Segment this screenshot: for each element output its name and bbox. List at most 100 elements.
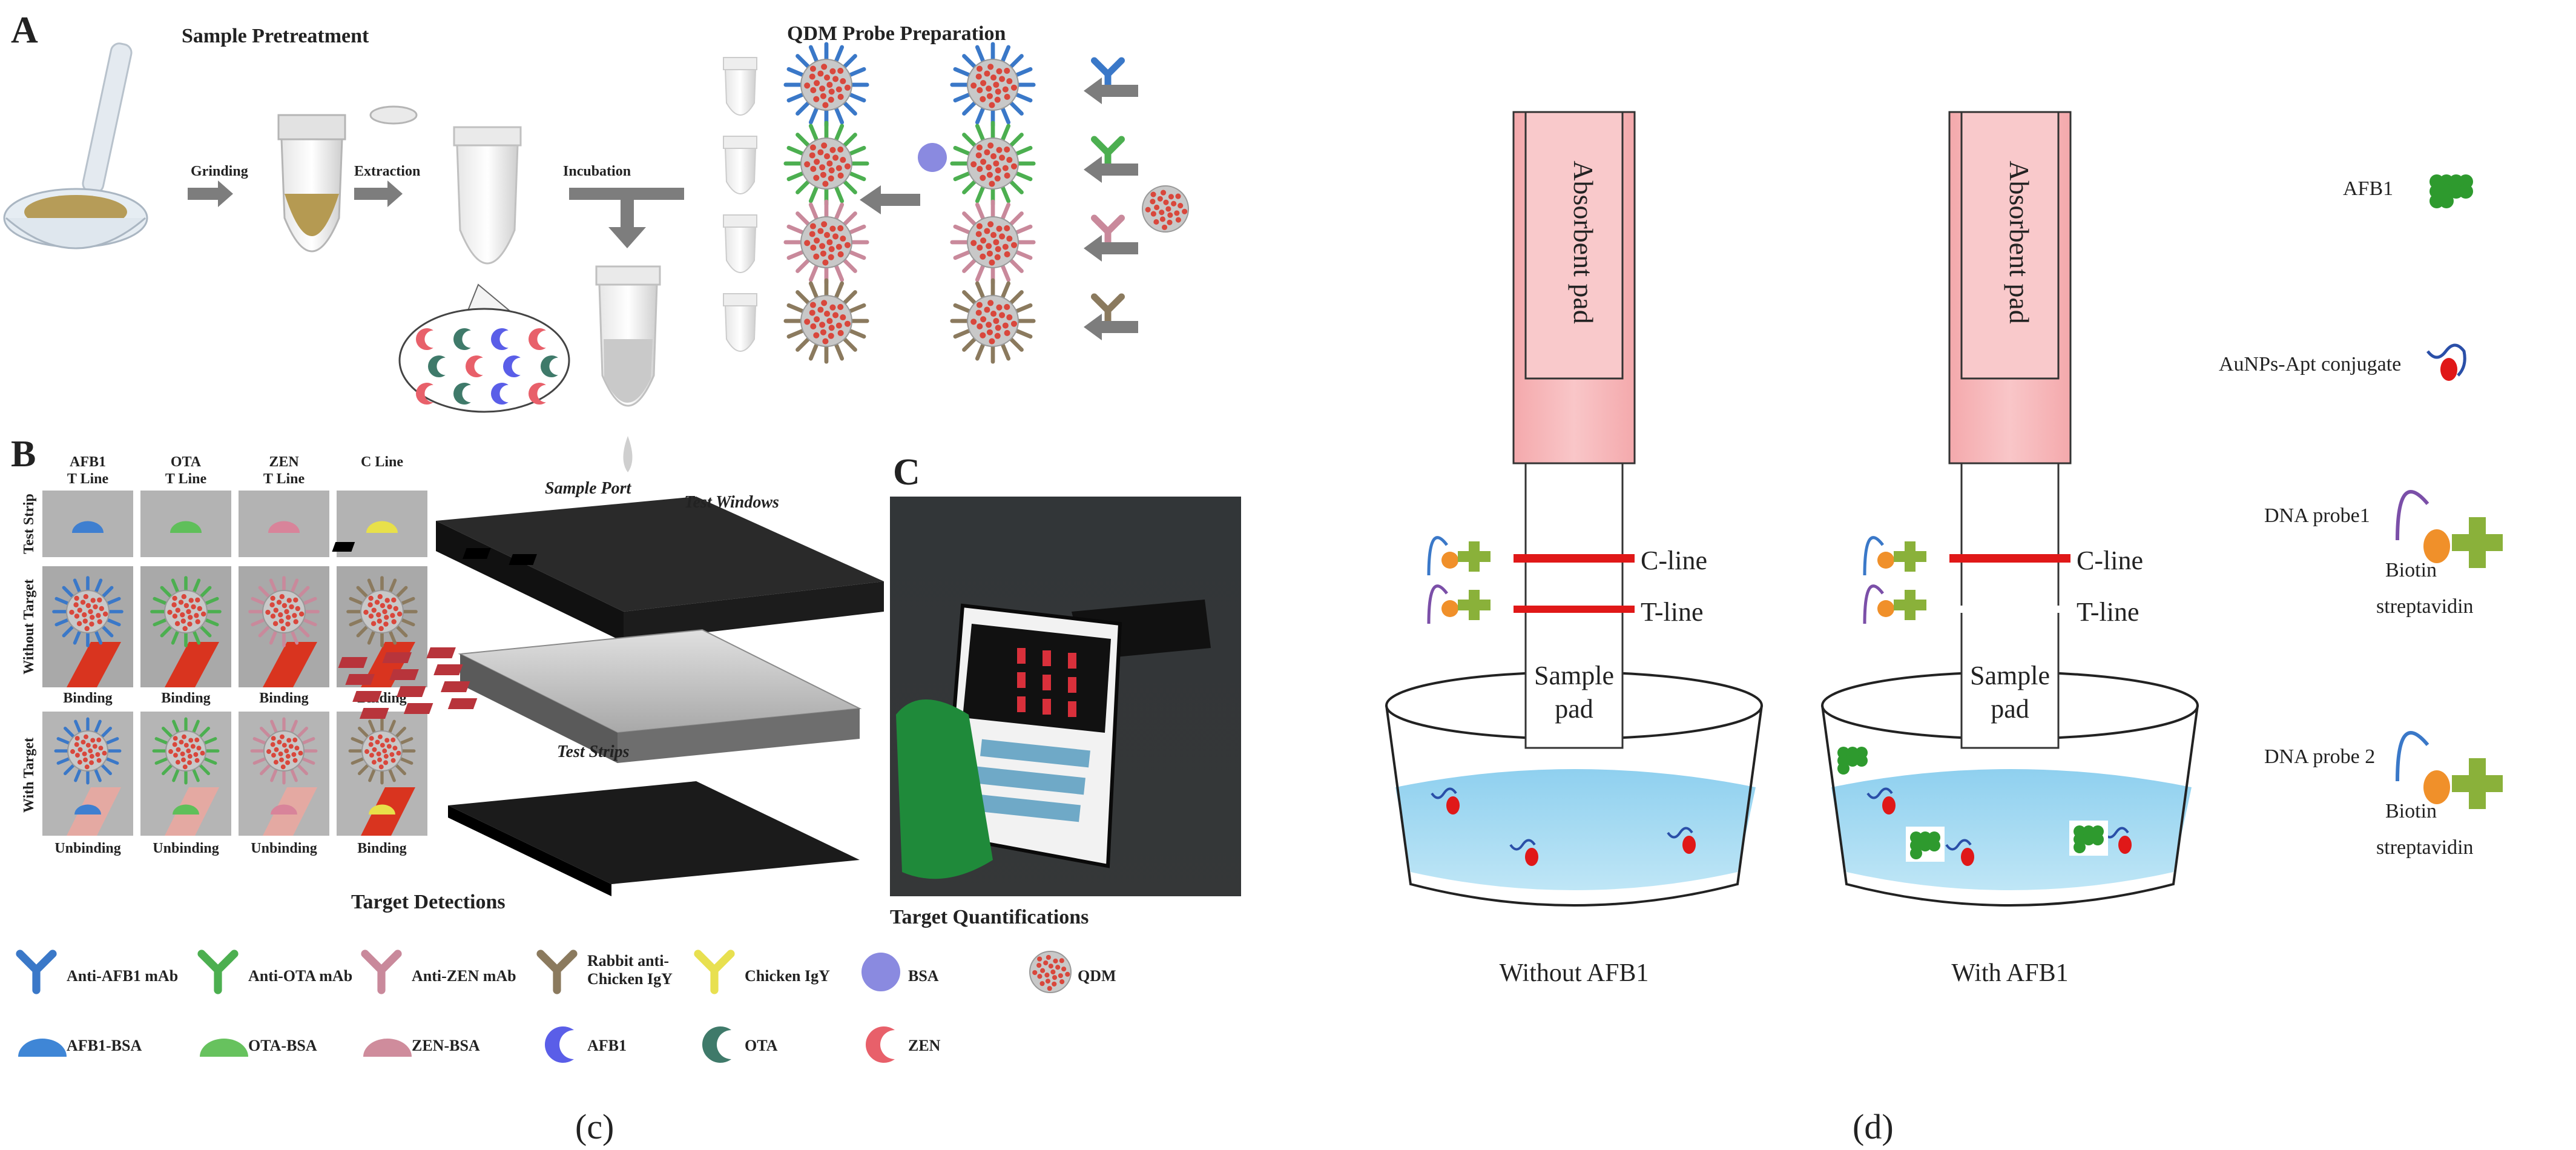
crescent-icon (466, 355, 483, 378)
legend-label: ZEN (908, 1037, 941, 1054)
dome-icon (170, 521, 202, 533)
legend-label: Anti-AFB1 mAb (67, 967, 178, 985)
arrow-icon (1084, 156, 1138, 183)
section-c: C Target Quantifications (890, 452, 1241, 928)
arrow-icon (1084, 235, 1138, 262)
incubation-arrow-icon (569, 188, 684, 248)
qdm-icon (52, 576, 124, 647)
legend-label: QDM (1078, 967, 1116, 985)
incubation-label: Incubation (563, 164, 631, 179)
column-header: T Line (67, 471, 109, 487)
crescent-icon (866, 1026, 895, 1063)
qdm-icon (783, 42, 869, 128)
crescent-icon (545, 1026, 574, 1063)
cassette-top (332, 497, 884, 642)
row-label: Without Target (21, 579, 37, 675)
dna-probe-icon (2396, 490, 2503, 568)
test-strip-cell (140, 491, 231, 557)
strip-condition-label: With AFB1 (1951, 959, 2068, 987)
dome-icon (18, 1039, 67, 1057)
section-c-letter: C (893, 452, 920, 493)
dome-icon (74, 804, 101, 815)
legend-label: Chicken IgY (587, 970, 673, 988)
legend-label: ZEN-BSA (412, 1037, 480, 1054)
caption-d: (d) (1853, 1107, 1894, 1146)
dome-icon (366, 521, 398, 533)
with-target-cell (140, 712, 231, 836)
without-target-cell (239, 566, 329, 687)
aunps-apt-conjugate-icon (1431, 787, 1460, 815)
qdm-icon (950, 121, 1036, 207)
binding-label: Unbinding (153, 841, 219, 856)
qdm-icon (150, 576, 222, 647)
crescent-icon (428, 355, 446, 378)
bsa-sphere-icon (918, 143, 947, 172)
crescent-icon (453, 328, 471, 350)
legend-biotin-label: Biotin (2385, 800, 2437, 822)
qdm-icon (783, 278, 869, 364)
test-strip-cell (42, 491, 133, 557)
crescent-icon (529, 328, 546, 350)
section-a: A Sample Pretreatment QDM Probe Preparat… (3, 10, 1189, 472)
dome-icon (369, 804, 395, 815)
qdm-icon (346, 576, 418, 647)
row-label: With Target (21, 738, 37, 813)
afb1-cluster-icon (2069, 821, 2108, 856)
toxin-mixture-icon (398, 283, 570, 413)
lateral-flow-strip: Absorbent padSamplepadC-lineT-lineWithou… (1385, 111, 1763, 987)
afb1-icon (2429, 174, 2473, 208)
crescent-icon (529, 383, 546, 405)
qdm-icon (783, 121, 869, 207)
tube-icon (723, 136, 757, 194)
legend-streptavidin-label: streptavidin (2376, 836, 2474, 859)
caption-c: (c) (575, 1107, 614, 1146)
qdm-icon (783, 199, 869, 285)
binding-label: Binding (357, 841, 406, 856)
panel-c: A Sample Pretreatment QDM Probe Preparat… (3, 10, 1241, 1146)
c-line-label: C-line (1641, 546, 1707, 575)
sample-tube-icon (277, 105, 418, 253)
legend-dna-probe-label: DNA probe 2 (2264, 745, 2375, 768)
qdm-icon (950, 199, 1036, 285)
binding-label: Unbinding (251, 841, 317, 856)
phone-reader-device (896, 600, 1211, 879)
legend-label: Rabbit anti- (587, 952, 669, 970)
column-header: C Line (361, 454, 403, 470)
legend-aunps-label: AuNPs-Apt conjugate (2219, 353, 2401, 375)
legend-label: OTA-BSA (248, 1037, 317, 1054)
incubation-tube-icon (595, 265, 661, 472)
c-line-label: C-line (2077, 546, 2143, 575)
dome-icon (271, 804, 297, 815)
aunps-apt-conjugate-icon (1509, 839, 1538, 866)
column-header: OTA (171, 454, 202, 470)
sample-pad-label: pad (1991, 694, 2029, 724)
arrow-icon (860, 185, 920, 214)
with-target-cell (42, 712, 133, 836)
tube-icon (723, 214, 757, 273)
antibody-icon (197, 950, 239, 994)
crescent-icon (702, 1026, 731, 1063)
binding-label: Binding (63, 690, 112, 706)
qdm-bead-icon (1142, 185, 1189, 233)
legend-streptavidin-label: streptavidin (2376, 595, 2474, 618)
without-target-cell (140, 566, 231, 687)
qdm-icon (250, 717, 318, 785)
antibody-icon (694, 950, 735, 994)
cassette-bottom (448, 781, 860, 896)
t-line (1949, 606, 2070, 613)
dome-icon (173, 804, 199, 815)
qdm-icon (950, 278, 1036, 364)
arrow-icon (1084, 78, 1138, 104)
tube-icon (723, 293, 757, 352)
legend-label: AFB1 (587, 1037, 627, 1054)
with-target-cell (239, 712, 329, 836)
sample-pad-label: Sample (1534, 661, 1614, 690)
row-label: Test Strip (21, 494, 37, 554)
crescent-icon (415, 383, 433, 405)
antibody-icon (16, 950, 57, 994)
legend-label: Anti-ZEN mAb (412, 967, 516, 985)
